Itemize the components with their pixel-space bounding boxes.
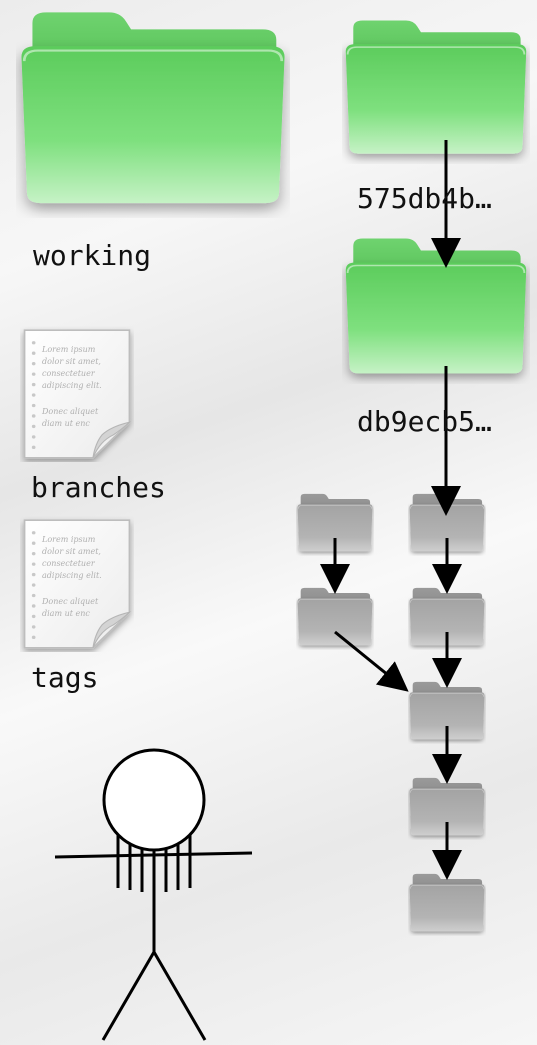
folder-icon bbox=[346, 20, 526, 153]
svg-text:diam ut enc: diam ut enc bbox=[42, 609, 90, 618]
commit-label-db9ecb5: db9ecb5… bbox=[357, 405, 492, 438]
svg-text:Lorem ipsum: Lorem ipsum bbox=[41, 535, 96, 544]
document-text: Lorem ipsum dolor sit amet, consectetuer… bbox=[41, 535, 102, 618]
folder-icon bbox=[410, 874, 485, 932]
svg-text:adipiscing elit.: adipiscing elit. bbox=[42, 571, 102, 580]
tags-label: tags bbox=[31, 661, 99, 694]
folder-icon bbox=[21, 12, 284, 203]
svg-text:consectetuer: consectetuer bbox=[42, 559, 96, 568]
document-text: Lorem ipsum dolor sit amet, consectetuer… bbox=[41, 345, 102, 428]
svg-text:adipiscing elit.: adipiscing elit. bbox=[42, 381, 102, 390]
commit-folder-db9ecb5[interactable] bbox=[346, 239, 526, 374]
svg-text:diam ut enc: diam ut enc bbox=[42, 419, 90, 428]
branches-file[interactable]: Lorem ipsum dolor sit amet, consectetuer… bbox=[25, 330, 130, 458]
svg-text:dolor sit amet,: dolor sit amet, bbox=[42, 357, 101, 366]
history-folder-5[interactable] bbox=[410, 874, 485, 932]
folder-icon bbox=[346, 239, 526, 374]
svg-text:Donec aliquet: Donec aliquet bbox=[41, 407, 99, 416]
commit-folder-575db4b[interactable] bbox=[346, 20, 526, 153]
svg-text:Donec aliquet: Donec aliquet bbox=[41, 597, 99, 606]
commit-label-575db4b: 575db4b… bbox=[357, 182, 492, 215]
svg-text:Lorem ipsum: Lorem ipsum bbox=[41, 345, 96, 354]
folder-icon bbox=[298, 588, 373, 646]
stick-figure-icon bbox=[54, 748, 253, 1041]
svg-text:consectetuer: consectetuer bbox=[42, 369, 96, 378]
history-arrows bbox=[320, 140, 462, 880]
arrow-left2-to-merge bbox=[334, 630, 409, 692]
tags-file[interactable]: Lorem ipsum dolor sit amet, consectetuer… bbox=[25, 520, 130, 648]
svg-text:dolor sit amet,: dolor sit amet, bbox=[42, 547, 101, 556]
branches-label: branches bbox=[31, 471, 166, 504]
history-folder-left-2[interactable] bbox=[298, 588, 373, 646]
working-label: working bbox=[33, 239, 152, 272]
working-folder[interactable] bbox=[21, 12, 284, 203]
